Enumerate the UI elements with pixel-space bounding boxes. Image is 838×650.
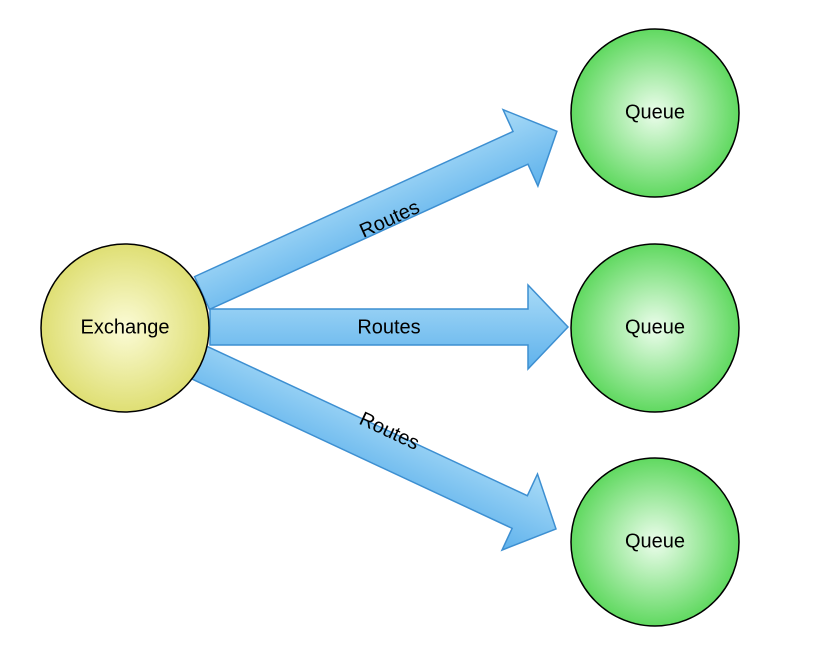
- queue-circle-top: [570, 28, 740, 198]
- queue-circle-bottom: [570, 457, 740, 627]
- route-arrow-top: Routes: [193, 108, 558, 311]
- route-label-middle: Routes: [357, 316, 420, 338]
- queue-label-bottom: Queue: [625, 530, 685, 552]
- exchange-label: Exchange: [81, 316, 170, 338]
- queue-label-top: Queue: [625, 101, 685, 123]
- queue-node-bottom: Queue: [570, 457, 740, 627]
- route-arrow-middle: Routes: [209, 283, 570, 371]
- exchange-node: Exchange: [40, 243, 210, 413]
- route-arrow-bottom: Routes: [189, 344, 557, 552]
- queue-circle-middle: [570, 243, 740, 413]
- exchange-circle: [40, 243, 210, 413]
- route-arrow-top-shape: [193, 108, 558, 311]
- queue-node-top: Queue: [570, 28, 740, 198]
- route-arrow-middle-shape: [209, 283, 570, 371]
- route-arrow-bottom-shape: [189, 344, 557, 552]
- queue-label-middle: Queue: [625, 316, 685, 338]
- queue-node-middle: Queue: [570, 243, 740, 413]
